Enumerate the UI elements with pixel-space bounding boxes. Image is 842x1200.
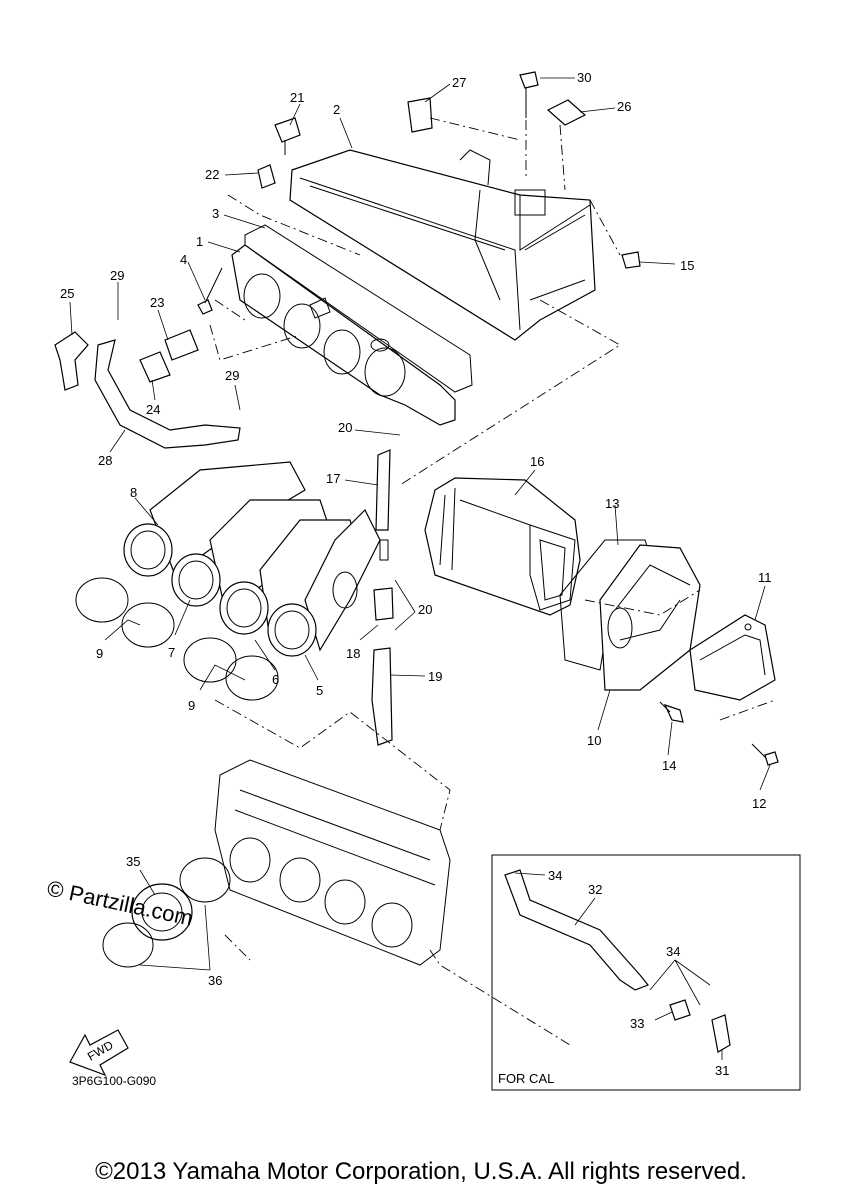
cleaner-cover — [599, 544, 701, 691]
callout-27: 27 — [452, 75, 466, 90]
callout-18: 18 — [346, 646, 360, 661]
hose-25 — [54, 331, 89, 391]
screw-12 — [751, 743, 779, 766]
callout-23: 23 — [150, 295, 164, 310]
callout-34a: 34 — [548, 868, 562, 883]
bolt-30 — [519, 71, 539, 118]
inset-label: FOR CAL — [498, 1071, 554, 1086]
callout-3: 3 — [212, 206, 219, 221]
joint-35 — [131, 883, 193, 941]
callout-32: 32 — [588, 882, 602, 897]
cleaner-cap — [689, 614, 776, 701]
callout-5: 5 — [316, 683, 323, 698]
callout-29a: 29 — [110, 268, 124, 283]
cylinder-head — [214, 759, 451, 966]
screw-14 — [659, 701, 684, 723]
callout-35: 35 — [126, 854, 140, 869]
callout-15: 15 — [680, 258, 694, 273]
callout-25: 25 — [60, 286, 74, 301]
check-valve-18 — [373, 539, 394, 621]
callout-14: 14 — [662, 758, 676, 773]
for-cal-inset — [491, 854, 801, 1091]
callout-13: 13 — [605, 496, 619, 511]
leader-lines — [69, 77, 771, 1060]
callout-36: 36 — [208, 973, 222, 988]
copyright-notice: ©2013 Yamaha Motor Corporation, U.S.A. A… — [95, 1158, 747, 1185]
clamp-9-lower — [183, 637, 279, 701]
bracket-27 — [407, 97, 433, 133]
joint-24 — [139, 351, 171, 383]
callout-29b: 29 — [225, 368, 239, 383]
joint-23 — [164, 329, 199, 361]
callout-24: 24 — [146, 402, 160, 417]
watermark: © Partzilla.com — [45, 875, 195, 930]
fwd-arrow-icon: FWD — [69, 1029, 129, 1077]
callout-4: 4 — [180, 252, 187, 267]
callout-26: 26 — [617, 99, 631, 114]
callout-21: 21 — [290, 90, 304, 105]
drawing-code: 3P6G100-G090 — [72, 1074, 156, 1088]
callout-22: 22 — [205, 167, 219, 182]
callout-6: 6 — [272, 672, 279, 687]
intake-joint-5 — [267, 508, 381, 657]
air-filter-element — [424, 477, 581, 616]
callout-19: 19 — [428, 669, 442, 684]
callout-9b: 9 — [188, 698, 195, 713]
air-box-case — [289, 149, 596, 341]
callout-7: 7 — [168, 645, 175, 660]
callout-20b: 20 — [418, 602, 432, 617]
callout-31: 31 — [715, 1063, 729, 1078]
assembly-lines — [209, 117, 776, 1046]
callout-33: 33 — [630, 1016, 644, 1031]
clamp-36 — [102, 857, 231, 968]
callout-11: 11 — [758, 570, 772, 585]
pipe-17 — [375, 449, 391, 531]
callout-34b: 34 — [666, 944, 680, 959]
hose-19 — [371, 647, 393, 746]
intake-joint-8 — [123, 461, 306, 577]
callout-30: 30 — [577, 70, 591, 85]
clamp-9-upper — [75, 577, 175, 648]
callout-8: 8 — [130, 485, 137, 500]
nut-15 — [621, 251, 641, 269]
callout-17: 17 — [326, 471, 340, 486]
bolt-4 — [197, 267, 223, 315]
joint-21 — [274, 117, 301, 155]
callout-labels: 1 2 3 4 5 6 7 8 9 9 10 11 12 13 14 15 16… — [60, 70, 772, 1078]
callout-10: 10 — [587, 733, 601, 748]
joint-22 — [257, 164, 276, 189]
callout-12: 12 — [752, 796, 766, 811]
hose-28 — [94, 339, 241, 449]
callout-9a: 9 — [96, 646, 103, 661]
callout-2: 2 — [333, 102, 340, 117]
air-box-bottom — [231, 244, 456, 426]
clip-26 — [546, 99, 587, 126]
callout-16: 16 — [530, 454, 544, 469]
callout-20a: 20 — [338, 420, 352, 435]
callout-28: 28 — [98, 453, 112, 468]
callout-1: 1 — [196, 234, 203, 249]
